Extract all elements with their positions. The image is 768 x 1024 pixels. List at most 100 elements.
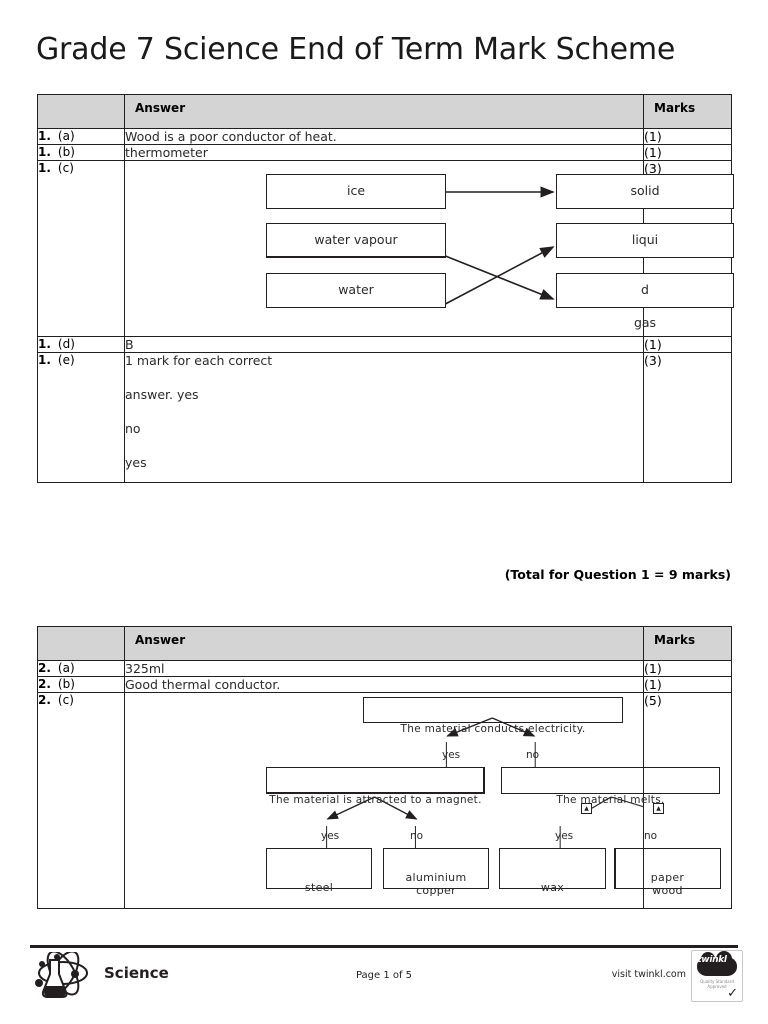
marks-cell: (1)	[643, 660, 732, 677]
answer-line: no	[125, 421, 141, 436]
diagram-box-liqui: liqui	[556, 223, 734, 258]
branch-label-yes-1: yes	[442, 749, 461, 761]
tree-box-root	[363, 697, 623, 723]
header-cell-answer: Answer	[124, 94, 644, 129]
mark-scheme-table-2: Answer Marks 2. (a) 325ml (1) 2. (b) Good …	[37, 626, 732, 909]
branch-label-no-2: no	[410, 830, 424, 842]
question-number-cell: 1. (d)	[37, 336, 125, 353]
table-header-row: Answer Marks	[37, 94, 732, 129]
question-number: 1.	[38, 353, 51, 367]
table-row: 1.(a) Wood is a poor conductor of heat. …	[37, 128, 732, 145]
twinkl-badge: twinkl Quality Standard Approved ✓	[691, 950, 743, 1002]
question-number: 2.	[38, 677, 51, 691]
tree-label-wax: wax	[540, 881, 565, 894]
question-number: 1.	[38, 161, 51, 175]
missing-glyph-arrowhead-icon: ▲	[653, 803, 664, 814]
checkmark-icon: ✓	[727, 986, 738, 1001]
tree-label-root: The material conducts electricity.	[400, 723, 586, 735]
missing-glyph-arrowhead-icon: ▲	[581, 803, 592, 814]
twinkl-cloud-icon	[697, 951, 737, 976]
question-part: (e)	[57, 353, 75, 367]
question-number: 2.	[38, 661, 51, 675]
question-number: 1.	[38, 337, 51, 351]
question-number-cell: 2. (a)	[37, 660, 125, 677]
tree-box-aluminium-copper	[383, 848, 489, 889]
material-decision-tree-diagram: The material conducts electricity. yes n…	[125, 693, 721, 908]
answer-cell: Wood is a poor conductor of heat.	[124, 128, 644, 145]
answer-cell: thermometer	[124, 144, 644, 161]
tree-box-paper-wood	[614, 848, 721, 889]
footer-divider	[30, 945, 738, 948]
marks-cell: (1)	[643, 144, 732, 161]
answer-cell: Good thermal conductor.	[124, 676, 644, 693]
question-number-cell: 1. (b)	[37, 144, 125, 161]
question-number-cell: 2. (c)	[37, 692, 125, 909]
question-part: (a)	[57, 661, 75, 675]
header-cell-answer: Answer	[124, 626, 644, 661]
tree-label-magnet: The material is attracted to a magnet.	[269, 794, 482, 806]
table-row: 1. (e) 1 mark for each correct answer. ye…	[37, 352, 732, 483]
table-row: 2. (b) Good thermal conductor. (1)	[37, 676, 732, 693]
answer-line: answer. yes	[125, 387, 199, 402]
tree-label-aluminium: aluminium	[405, 871, 467, 884]
tree-label-wood: wood	[652, 884, 683, 897]
question-number-cell: 1. (a)	[37, 128, 125, 145]
science-atom-flask-icon	[35, 952, 88, 998]
question-number-cell: 2. (b)	[37, 676, 125, 693]
diagram-box-ice: ice	[266, 174, 446, 209]
table-row: 1. (d) B (1)	[37, 336, 732, 353]
state-matching-diagram: ice water vapour water solid liqui d gas	[125, 161, 734, 336]
footer-subject-label: Science	[104, 964, 169, 982]
tree-box-wax	[499, 848, 606, 889]
table-header-row: Answer Marks	[37, 626, 732, 661]
branch-label-yes-3: yes	[555, 830, 574, 842]
question-part: (d)	[57, 337, 75, 351]
total-for-question-1: (Total for Question 1 = 9 marks)	[504, 567, 731, 582]
answer-cell: 325ml	[124, 660, 644, 677]
question-number: 1.	[38, 145, 51, 159]
header-cell-marks: Marks	[643, 626, 732, 661]
twinkl-wordmark: twinkl	[697, 955, 727, 965]
diagram-box-d: d	[556, 273, 734, 308]
question-part: (c)	[57, 161, 74, 175]
header-cell-marks: Marks	[643, 94, 732, 129]
diagram-box-water: water	[266, 273, 446, 308]
page-title: Grade 7 Science End of Term Mark Scheme	[36, 32, 676, 67]
question-part: (c)	[57, 693, 74, 707]
answer-line: 1 mark for each correct	[125, 353, 273, 368]
header-cell-question	[37, 626, 125, 661]
tree-box-melts	[501, 767, 720, 794]
tree-label-aluminium-copper: aluminium copper	[383, 871, 489, 897]
question-number: 1.	[38, 129, 51, 143]
answer-cell-multiline: 1 mark for each correct answer. yes no y…	[124, 352, 644, 483]
question-part: (b)	[57, 677, 75, 691]
question-number-cell: 1. (e)	[37, 352, 125, 483]
tree-label-steel: steel	[304, 881, 334, 894]
table-row: 1. (b) thermometer (1)	[37, 144, 732, 161]
answer-line: yes	[125, 455, 147, 470]
tree-box-steel	[266, 848, 372, 889]
answer-cell-diagram: The material conducts electricity. yes n…	[124, 692, 721, 909]
tree-label-copper: copper	[416, 884, 456, 897]
header-cell-question	[37, 94, 125, 129]
diagram-box-water-vapour: water vapour	[266, 223, 446, 258]
question-part: (b)	[57, 145, 75, 159]
marks-cell: (3)	[643, 352, 732, 483]
twinkl-badge-subtext: Quality Standard Approved	[700, 979, 734, 989]
marks-cell: (5)	[643, 692, 732, 909]
marks-cell: (1)	[643, 336, 732, 353]
question-number: 2.	[38, 693, 51, 707]
mark-scheme-table-1: Answer Marks 1. (a) Wood is a poor conduc…	[37, 94, 734, 483]
branch-label-no-1: no	[526, 749, 540, 761]
footer-page-number: Page 1 of 5	[355, 970, 413, 981]
marks-cell: (1)	[643, 676, 732, 693]
branch-label-no-3: no	[644, 830, 658, 842]
tree-label-paper-wood: paper wood	[614, 871, 721, 897]
question-part: (a)	[57, 129, 75, 143]
page-footer: Science Page 1 of 5 visit twinkl.com twi…	[0, 950, 768, 1005]
footer-visit-link[interactable]: visit twinkl.com	[611, 969, 686, 980]
answer-cell: B	[124, 336, 644, 353]
question-number-cell: 1. (c)	[37, 160, 125, 337]
table-row: 2. (a) 325ml (1)	[37, 660, 732, 677]
